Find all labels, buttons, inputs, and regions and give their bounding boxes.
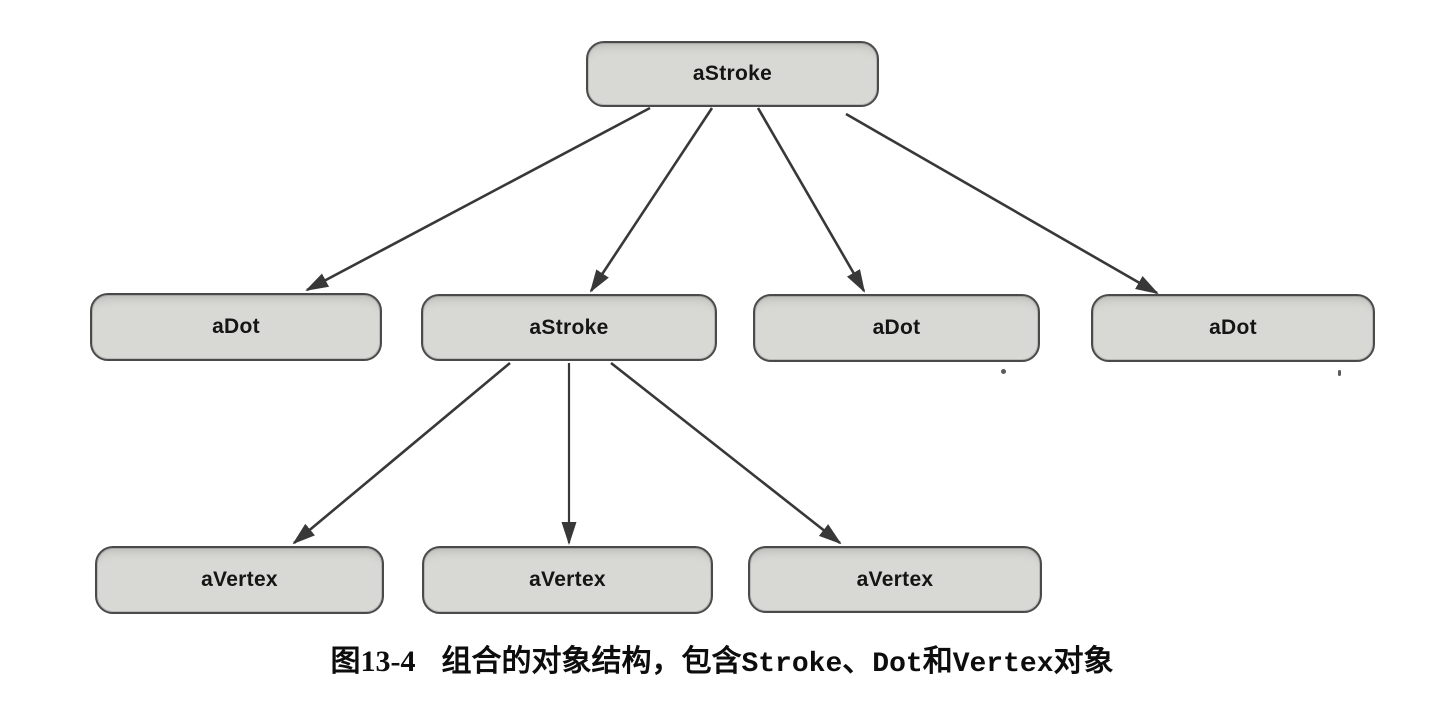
edge-child-2-leaf-1 <box>292 362 511 545</box>
node-leaf-avertex-3: aVertex <box>748 546 1042 613</box>
figure-number: 图13-4 <box>330 645 416 678</box>
node-label: aVertex <box>529 568 606 591</box>
node-label: aStroke <box>529 315 609 339</box>
caption-code-vertex: Vertex <box>952 649 1054 680</box>
node-label: aVertex <box>856 567 934 591</box>
edge-child-2-leaf-3 <box>610 361 842 545</box>
caption-text: 组合的对象结构，包含 <box>441 645 742 678</box>
caption-separator: 、 <box>842 645 873 678</box>
node-label: aDot <box>872 316 921 339</box>
caption-code-stroke: Stroke <box>741 649 843 680</box>
caption-suffix: 对象 <box>1053 645 1114 678</box>
node-label: aDot <box>212 315 260 338</box>
scan-artifact-dot <box>1001 369 1006 374</box>
node-leaf-avertex-2: aVertex <box>422 546 713 614</box>
scan-artifact-dot <box>1338 370 1341 376</box>
caption-conjunction: 和 <box>922 645 953 678</box>
node-child-astroke: aStroke <box>421 294 717 361</box>
node-root-astroke: aStroke <box>586 41 879 107</box>
node-child-adot-2: aDot <box>753 294 1040 362</box>
edge-root-child-2 <box>589 107 714 293</box>
node-label: aVertex <box>201 568 278 591</box>
node-child-adot-1: aDot <box>90 293 382 361</box>
node-label: aDot <box>1209 316 1257 339</box>
caption-code-dot: Dot <box>872 649 923 680</box>
node-child-adot-3: aDot <box>1091 294 1375 362</box>
edge-root-child-4 <box>845 112 1159 295</box>
figure-caption: 图13-4 组合的对象结构，包含Stroke、Dot和Vertex对象 <box>0 636 1444 680</box>
node-label: aStroke <box>692 62 773 85</box>
node-leaf-avertex-1: aVertex <box>95 546 384 614</box>
edge-root-child-1 <box>305 106 651 292</box>
edge-root-child-3 <box>756 107 866 293</box>
